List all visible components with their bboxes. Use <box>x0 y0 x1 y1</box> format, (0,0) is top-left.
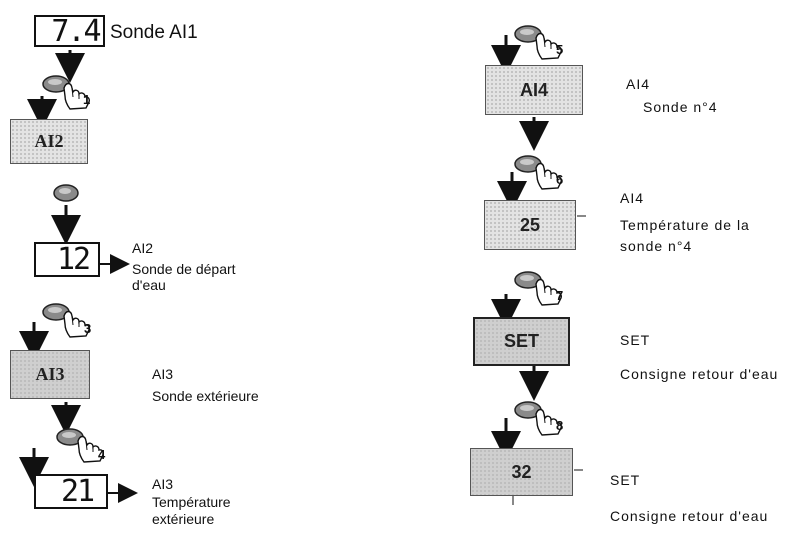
label-probe-ai3-desc-2: extérieure <box>152 511 215 527</box>
label-value-set-code: SET <box>610 472 641 488</box>
label-probe-ai3-code: AI3 <box>152 476 174 492</box>
display-probe-ai1: 7.4 <box>34 14 105 49</box>
step-7-button[interactable] <box>514 271 563 306</box>
label-menu-set-code: SET <box>620 332 651 348</box>
step-badge-3: 3 <box>84 321 91 336</box>
label-menu-ai3-desc: Sonde extérieure <box>152 388 259 404</box>
display-menu-ai3: AI3 <box>10 350 90 399</box>
step-5-button[interactable] <box>514 25 563 60</box>
step-badge-8: 8 <box>556 418 563 433</box>
label-value-set-desc: Consigne retour d'eau <box>610 508 769 524</box>
display-menu-ai4: AI4 <box>485 65 583 115</box>
step-badge-4: 4 <box>98 447 106 462</box>
down-button[interactable] <box>53 184 79 202</box>
step-badge-7: 7 <box>556 288 563 303</box>
step-3-button[interactable] <box>42 303 91 338</box>
label-menu-ai3-code: AI3 <box>152 366 174 382</box>
label-probe-ai2-code: AI2 <box>132 240 154 256</box>
display-menu-set: SET <box>473 317 570 366</box>
label-probe-ai4-desc-1: Température de la <box>620 217 750 233</box>
step-badge-1: 1 <box>83 92 90 107</box>
step-4-button[interactable] <box>56 428 105 463</box>
step-6-button[interactable] <box>514 155 563 190</box>
step-8-button[interactable] <box>514 401 563 436</box>
flow-arrows-right <box>491 35 586 505</box>
display-menu-ai2: AI2 <box>10 119 88 164</box>
label-probe-ai1: Sonde AI1 <box>110 22 198 43</box>
label-menu-set-desc: Consigne retour d'eau <box>620 366 779 382</box>
label-menu-ai4-desc: Sonde n°4 <box>643 99 718 115</box>
label-probe-ai4-desc-2: sonde n°4 <box>620 238 693 254</box>
display-probe-ai2: 12 <box>34 242 100 277</box>
display-probe-ai4: 25 <box>484 200 576 250</box>
label-menu-ai4-code: AI4 <box>626 76 651 92</box>
flow-arrows-left <box>19 50 138 503</box>
label-probe-ai2-desc-2: d'eau <box>132 277 166 293</box>
step-badge-5: 5 <box>556 42 563 57</box>
step-badge-6: 6 <box>556 172 563 187</box>
display-value-set: 32 <box>470 448 573 496</box>
label-probe-ai4-code: AI4 <box>620 190 645 206</box>
label-probe-ai3-desc-1: Température <box>152 494 231 510</box>
label-probe-ai2-desc-1: Sonde de départ <box>132 261 236 277</box>
display-probe-ai3: 21 <box>34 474 108 509</box>
